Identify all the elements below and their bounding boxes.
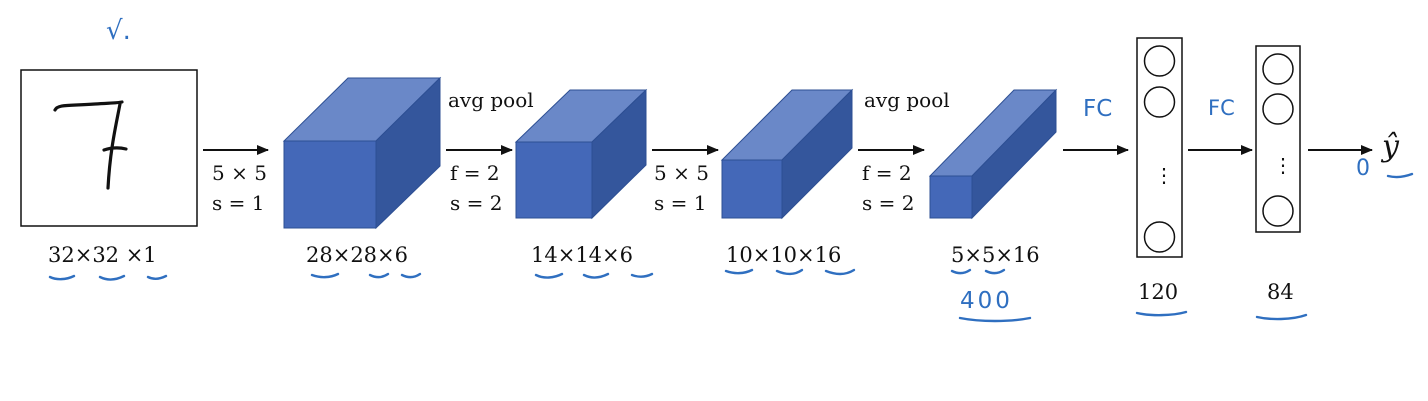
volume-5x5x16 <box>928 88 1058 220</box>
pool2-stride-label: s = 2 <box>862 191 915 215</box>
handwritten-output-mark: 0 <box>1356 156 1370 181</box>
handwritten-underlines <box>48 172 1414 323</box>
neuron <box>1262 195 1294 227</box>
volume-14x14x6 <box>514 88 648 220</box>
neuron <box>1262 93 1294 125</box>
fc-layer-84 <box>1255 45 1301 233</box>
layer2-dims-label: 14×14×6 <box>531 243 633 267</box>
handwritten-digit-seven <box>53 100 128 190</box>
neuron <box>1143 45 1176 77</box>
neuron <box>1262 53 1294 85</box>
volume-28x28x6 <box>282 76 442 230</box>
fc2-units-label: 84 <box>1267 280 1294 304</box>
input-dims-label: 32×32 ×1 <box>48 243 157 267</box>
handwritten-fc-label-1: FC <box>1083 96 1113 122</box>
handwritten-400: 400 <box>960 288 1013 314</box>
neuron <box>1143 86 1176 118</box>
pool1-filter-label: f = 2 <box>450 161 500 185</box>
pool1-stride-label: s = 2 <box>450 191 503 215</box>
fc1-dots: ⋮ <box>1154 163 1174 187</box>
conv2-kernel-label: 5 × 5 <box>654 161 709 185</box>
fc1-units-label: 120 <box>1138 280 1179 304</box>
layer4-dims-label: 5×5×16 <box>951 243 1040 267</box>
conv2-stride-label: s = 1 <box>654 191 707 215</box>
fc-layer-120 <box>1136 37 1183 258</box>
conv1-kernel-label: 5 × 5 <box>212 161 267 185</box>
handwritten-top-mark: √. <box>106 16 131 46</box>
volume-10x10x16 <box>720 88 854 220</box>
neuron <box>1143 221 1176 253</box>
layer3-dims-label: 10×10×16 <box>726 243 842 267</box>
conv1-stride-label: s = 1 <box>212 191 265 215</box>
pool1-name-label: avg pool <box>448 88 534 112</box>
layer1-dims-label: 28×28×6 <box>306 243 408 267</box>
output-y-hat: ŷ <box>1382 129 1399 164</box>
handwritten-fc-label-2: FC <box>1208 96 1235 120</box>
fc2-dots: ⋮ <box>1273 153 1293 177</box>
pool2-name-label: avg pool <box>864 88 950 112</box>
pool2-filter-label: f = 2 <box>862 161 912 185</box>
